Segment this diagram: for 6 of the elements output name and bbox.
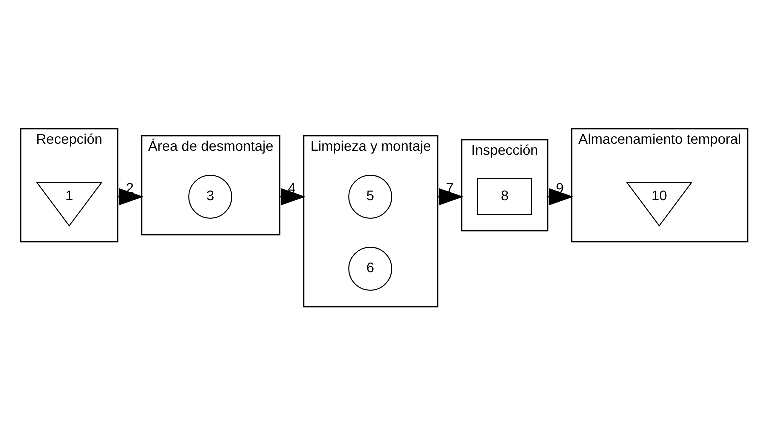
node-circle: 6 [348,247,392,291]
arrow [438,188,464,206]
edge-label: 4 [288,180,296,196]
node-circle: 5 [348,175,392,219]
node-circle: 3 [188,175,232,219]
node-box: 8 [478,178,532,216]
